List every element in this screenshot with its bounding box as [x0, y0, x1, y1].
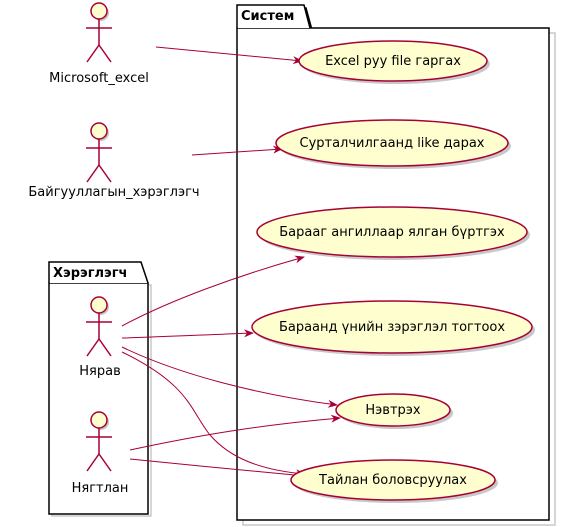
actor-nyagtlan[interactable]: Нягтлан	[72, 411, 129, 496]
system-package-title: Систем	[241, 9, 294, 24]
assoc-like	[191, 145, 283, 156]
use-case-login[interactable]: Нэвтрэх	[335, 393, 453, 429]
use-case-register-goods-label: Барааг ангиллаар ялган бүртгэх	[279, 225, 505, 240]
assoc-excel	[155, 46, 303, 65]
use-case-login-label: Нэвтрэх	[365, 403, 421, 418]
use-case-excel-file-label: Excel руу file гаргах	[325, 54, 461, 69]
assoc-login-nyarav	[121, 346, 338, 408]
actor-nyarav-label: Нярав	[79, 364, 120, 379]
use-case-like[interactable]: Сурталчилгаанд like дарах	[275, 119, 511, 169]
actor-icon	[86, 296, 112, 357]
actor-org-user-label: Байгууллагын_хэрэглэгч	[28, 185, 199, 200]
use-cases: Excel руу file гаргах Сурталчилгаанд lik…	[251, 40, 535, 503]
users-package-title: Хэрэглэгч	[53, 266, 127, 281]
use-case-like-label: Сурталчилгаанд like дарах	[300, 136, 485, 151]
actor-icon	[86, 411, 112, 472]
associations	[121, 46, 341, 480]
actor-nyarav[interactable]: Нярав	[79, 296, 121, 379]
actor-icon	[86, 122, 112, 183]
assoc-report-nyagtlan	[129, 458, 306, 480]
assoc-register	[121, 255, 305, 327]
system-package: Систем	[236, 4, 556, 526]
actor-org-user[interactable]: Байгууллагын_хэрэглэгч	[28, 122, 200, 200]
use-case-price[interactable]: Бараанд үнийн зэрэглэл тогтоох	[251, 300, 535, 356]
actor-icon	[86, 2, 112, 63]
use-case-report[interactable]: Тайлан боловсруулах	[290, 459, 498, 503]
actor-microsoft-excel-label: Microsoft_excel	[49, 71, 149, 86]
assoc-login-nyagtlan	[129, 414, 341, 451]
use-case-report-label: Тайлан боловсруулах	[318, 473, 467, 488]
use-case-register-goods[interactable]: Барааг ангиллаар ялган бүртгэх	[256, 206, 530, 260]
use-case-price-label: Бараанд үнийн зэрэглэл тогтоох	[279, 320, 505, 335]
actors: Microsoft_excel Байгууллагын_хэрэглэгч	[28, 2, 200, 496]
actor-microsoft-excel[interactable]: Microsoft_excel	[49, 2, 149, 86]
use-case-excel-file[interactable]: Excel руу file гаргах	[298, 40, 490, 84]
assoc-price	[121, 329, 254, 339]
actor-nyagtlan-label: Нягтлан	[72, 481, 129, 496]
